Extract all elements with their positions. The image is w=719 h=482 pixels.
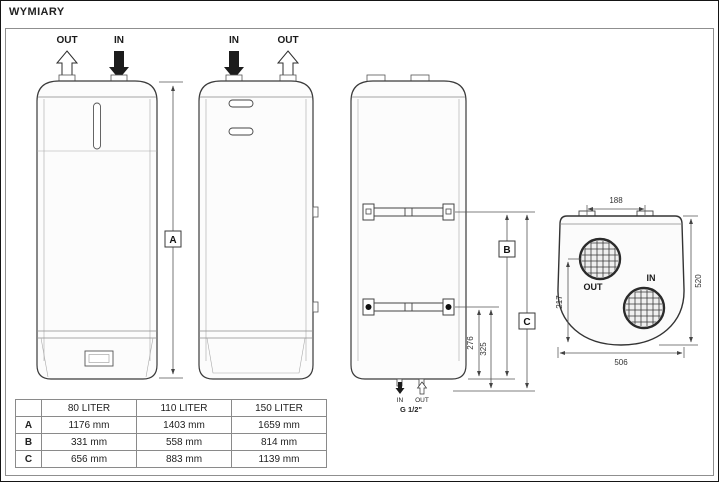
- table-header-110l: 110 LITER: [136, 399, 232, 417]
- pipe-size-label: G 1/2": [400, 405, 422, 414]
- extension-lines: [557, 347, 685, 358]
- dimension-a: A: [159, 81, 183, 379]
- rear-view: [350, 74, 467, 387]
- in-arrow-icon: [109, 51, 129, 79]
- bottom-in-label: IN: [397, 397, 404, 404]
- table-cell: 814 mm: [231, 433, 327, 451]
- upper-mounting-bracket: [362, 203, 455, 221]
- extension-lines: [586, 205, 646, 215]
- dim-label-217: 217: [555, 295, 564, 309]
- table-corner-cell: [15, 399, 42, 417]
- in-arrow-icon: [395, 382, 405, 394]
- row-label: C: [15, 450, 42, 468]
- panel-lines: [205, 99, 307, 361]
- dim-label-276: 276: [466, 336, 475, 350]
- front-in-label: IN: [114, 35, 124, 46]
- diagram-frame: [5, 28, 714, 476]
- table-cell: 331 mm: [41, 433, 137, 451]
- side-out-label: OUT: [277, 35, 298, 46]
- lower-seams: [199, 330, 313, 339]
- in-arrow-icon: [224, 51, 244, 79]
- table-cell: 1176 mm: [41, 416, 137, 434]
- table-header-80l: 80 LITER: [41, 399, 137, 417]
- top-out-label: OUT: [584, 282, 604, 292]
- top-view: OUT IN 188 217 520 506: [555, 196, 703, 367]
- table-row: C 656 mm 883 mm 1139 mm: [15, 450, 327, 468]
- table-row: B 331 mm 558 mm 814 mm: [15, 433, 327, 451]
- lower-seams: [37, 330, 157, 339]
- out-arrow-icon: [416, 381, 428, 395]
- side-view: IN OUT: [198, 35, 319, 380]
- handle-slot: [228, 127, 254, 136]
- panel-lines: [357, 99, 460, 361]
- bottom-out-label: OUT: [415, 397, 429, 404]
- handle-slot: [228, 99, 254, 108]
- tank-body: [350, 80, 467, 380]
- table-cell: 883 mm: [136, 450, 232, 468]
- dim-label-c: C: [523, 317, 530, 328]
- table-header-row: 80 LITER 110 LITER 150 LITER: [15, 399, 327, 417]
- top-in-label: IN: [647, 273, 656, 283]
- table-cell: 1659 mm: [231, 416, 327, 434]
- dim-label-b: B: [503, 245, 510, 256]
- dim-label-520: 520: [694, 274, 703, 288]
- dim-label-a: A: [169, 235, 176, 246]
- front-view: OUT IN: [36, 35, 158, 380]
- grille-grid: [582, 241, 618, 277]
- bottom-connections: IN OUT G 1/2": [395, 381, 429, 414]
- page-title: WYMIARY: [9, 6, 65, 18]
- extension-lines: [659, 215, 698, 346]
- bracket-tab: [312, 206, 319, 218]
- extension-lines: [453, 211, 535, 392]
- dim-label-506: 506: [614, 358, 628, 367]
- grille-grid: [626, 290, 662, 326]
- lower-mounting-bracket: [362, 298, 455, 316]
- table-cell: 1403 mm: [136, 416, 232, 434]
- dim-box-b: [498, 240, 516, 258]
- table-row: A 1176 mm 1403 mm 1659 mm: [15, 416, 327, 434]
- tank-body: [198, 80, 314, 380]
- dim-box-a: [164, 230, 182, 248]
- dimension-drawing: OUT IN IN OUT: [36, 35, 703, 414]
- base-inset: [206, 337, 306, 374]
- skirt-lines: [40, 337, 154, 378]
- dimension-table: 80 LITER 110 LITER 150 LITER A 1176 mm 1…: [15, 399, 327, 468]
- row-label: A: [15, 416, 42, 434]
- dim-label-188: 188: [609, 196, 623, 205]
- rear-dimensions: 276 325 B C: [453, 211, 536, 392]
- dim-box-c: [518, 312, 536, 330]
- table-header-150l: 150 LITER: [231, 399, 327, 417]
- bracket-tab: [312, 301, 319, 313]
- panel-lines: [43, 99, 151, 361]
- row-label: B: [15, 433, 42, 451]
- tank-body: [36, 80, 158, 380]
- side-in-label: IN: [229, 35, 239, 46]
- front-out-label: OUT: [56, 35, 77, 46]
- table-cell: 1139 mm: [231, 450, 327, 468]
- vent-slot: [93, 102, 101, 150]
- dim-label-325: 325: [479, 342, 488, 356]
- housing-outline: [557, 215, 685, 346]
- display-window: [88, 354, 110, 363]
- extension-lines: [159, 81, 183, 379]
- table-cell: 558 mm: [136, 433, 232, 451]
- table-cell: 656 mm: [41, 450, 137, 468]
